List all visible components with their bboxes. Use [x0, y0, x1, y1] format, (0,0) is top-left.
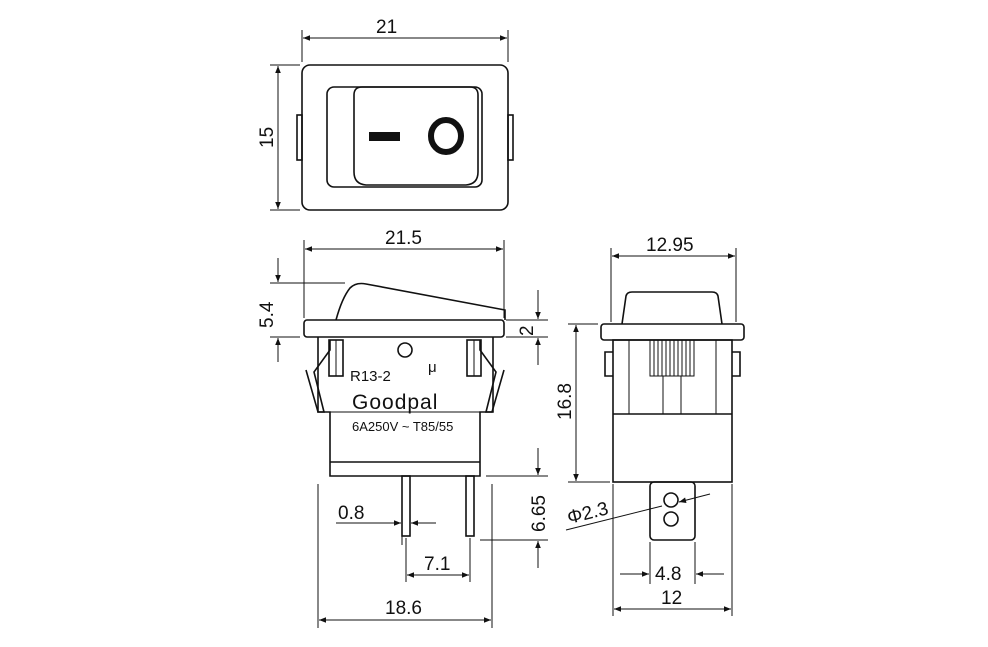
dim-hole-leader — [565, 505, 663, 531]
top-rocker-inner — [353, 86, 479, 186]
dim-terminal-pitch: 7.1 — [424, 554, 450, 575]
dim-side-height: 16.8 — [555, 383, 576, 420]
dim-front-width: 21.5 — [385, 228, 422, 249]
top-right-clip — [507, 114, 514, 161]
dim-flange: 2 — [517, 325, 538, 336]
side-terminal — [649, 481, 696, 541]
front-flange — [303, 319, 505, 338]
side-left-clip — [604, 351, 613, 377]
dim-terminal-width: 4.8 — [655, 564, 681, 585]
mu-mark: μ — [428, 359, 437, 376]
dim-terminal-length: 6.65 — [529, 495, 550, 532]
top-left-clip — [296, 114, 303, 161]
left-terminal — [401, 475, 411, 537]
dim-terminal-thickness: 0.8 — [338, 503, 364, 524]
brand-label: Goodpal — [352, 391, 438, 414]
side-view: 12.95 16.8 Φ2.3 4.8 12 — [555, 235, 745, 616]
dim-base-width: 18.6 — [385, 598, 422, 619]
dim-hole-arrow — [678, 493, 711, 503]
side-spring — [649, 339, 695, 377]
model-label: R13-2 — [350, 368, 391, 385]
dim-side-base-width: 12 — [661, 588, 682, 609]
dim-top-height: 15 — [257, 127, 278, 148]
front-led-hole — [397, 342, 413, 358]
side-right-clip — [732, 351, 741, 377]
front-left-clip — [305, 340, 331, 413]
off-symbol-icon — [428, 117, 464, 155]
on-symbol-icon — [369, 132, 400, 141]
side-spring-ribs — [653, 340, 691, 376]
side-rocker — [621, 291, 723, 325]
front-right-clip — [479, 340, 505, 413]
side-terminal-hole-top — [663, 492, 679, 508]
side-terminal-hole-bottom — [663, 511, 679, 527]
top-view: 21 15 — [257, 17, 514, 211]
right-terminal — [465, 475, 475, 537]
front-rocker — [335, 282, 506, 321]
front-view: R13-2 μ Goodpal 6A250V ~ T85/55 21.5 5.4… — [257, 228, 550, 628]
dim-hole-diameter: Φ2.3 — [565, 498, 610, 528]
dim-rocker-height: 5.4 — [257, 301, 278, 328]
dim-side-width: 12.95 — [646, 235, 694, 256]
side-flange — [600, 323, 745, 341]
side-body — [612, 339, 733, 483]
rating-label: 6A250V ~ T85/55 — [352, 419, 453, 434]
dim-top-width: 21 — [376, 17, 397, 38]
